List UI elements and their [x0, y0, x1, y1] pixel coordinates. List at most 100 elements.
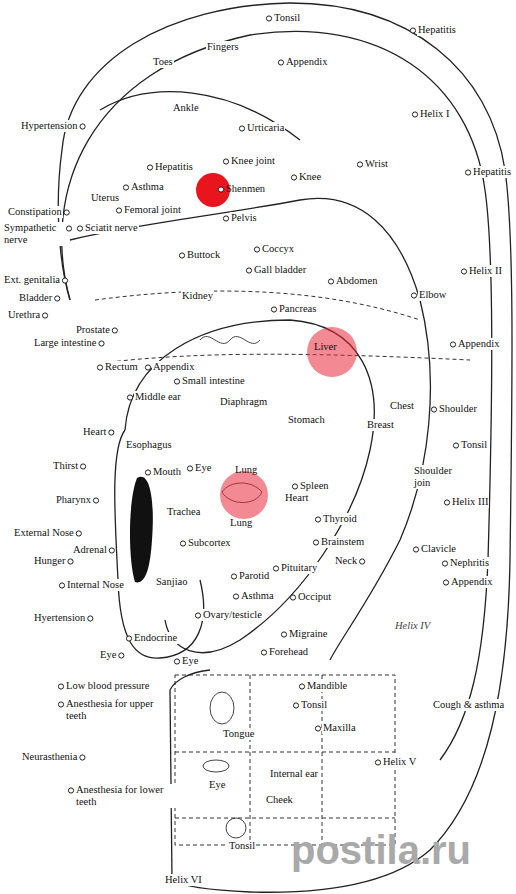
point-label: Forehead: [268, 646, 309, 658]
point-label: Heart: [82, 426, 107, 438]
point-dot: [431, 407, 436, 412]
point-dot: [291, 175, 296, 180]
point-label: Eye: [181, 655, 199, 667]
point-label: Cheek: [265, 794, 294, 806]
point-label: Appendix: [457, 338, 500, 350]
point-label: Low blood pressure: [65, 680, 150, 692]
point-dot: [254, 247, 259, 252]
point-label: External Nose: [13, 527, 75, 539]
point-label: Ovary/testicle: [202, 609, 263, 621]
point-dot: [119, 653, 124, 658]
point-label: Appendix: [450, 576, 493, 588]
outer-rim: [62, 3, 512, 892]
point-dot: [292, 484, 297, 489]
point-label: Sympathetic nerve: [3, 222, 65, 246]
point-dot: [147, 165, 152, 170]
point-dot: [180, 541, 185, 546]
point-label: Sanjiao: [155, 576, 189, 588]
highlight-spot: [196, 173, 230, 207]
point-dot: [126, 636, 131, 641]
point-label: Hyertension: [33, 612, 86, 624]
point-label: Helix I: [419, 108, 450, 120]
point-label: Shenmen: [225, 183, 266, 195]
point-dot: [66, 226, 71, 231]
point-dot: [273, 566, 278, 571]
point-dot: [239, 126, 244, 131]
point-label: Occiput: [297, 591, 332, 603]
organ-sketches: [200, 337, 262, 838]
point-label: Prostate: [75, 324, 111, 336]
ear-canal: [130, 477, 153, 583]
point-label: Urethra: [7, 309, 41, 321]
point-dot: [413, 547, 418, 552]
point-dot: [64, 210, 69, 215]
point-label: Helix III: [451, 496, 489, 508]
point-dot: [223, 216, 228, 221]
point-label: Trachea: [166, 506, 201, 518]
point-label: Buttock: [186, 249, 221, 261]
point-label: Neck: [334, 555, 358, 567]
point-label: Tonsil: [300, 699, 328, 711]
point-dot: [77, 226, 82, 231]
highlight-spot: [307, 327, 357, 377]
point-dot: [261, 650, 266, 655]
point-label: Cough & asthma: [432, 699, 505, 711]
point-label: Hunger: [33, 555, 67, 567]
point-dot: [278, 60, 283, 65]
point-dot: [109, 430, 114, 435]
point-dot: [116, 208, 121, 213]
point-label: Femoral joint: [123, 204, 182, 216]
point-label: Gall bladder: [253, 264, 307, 276]
point-label: Helix VI: [164, 874, 203, 886]
point-dot: [58, 684, 63, 689]
point-label: Urticaria: [246, 122, 285, 134]
point-label: Constipation: [7, 206, 63, 218]
point-label: Subcortex: [187, 537, 232, 549]
point-label: Brainstem: [320, 536, 365, 548]
point-label: Mouth: [152, 466, 182, 478]
point-dot: [450, 342, 455, 347]
point-label: Kidney: [181, 290, 214, 302]
point-label: Shoulder join: [413, 465, 470, 489]
point-label: Tonsil: [460, 439, 488, 451]
point-label: Pelvis: [230, 212, 258, 224]
point-label: Stomach: [287, 414, 326, 426]
point-dot: [59, 583, 64, 588]
point-label: Knee joint: [230, 155, 276, 167]
point-label: Lung: [234, 464, 258, 476]
ear-outline: [58, 3, 512, 892]
zone-lines: [95, 291, 470, 845]
point-label: Anesthesia for lower teeth: [75, 784, 177, 808]
point-dot: [174, 379, 179, 384]
point-label: Small intestine: [181, 375, 246, 387]
point-dot: [293, 703, 298, 708]
point-label: Sciatit nerve: [84, 222, 139, 234]
point-dot: [145, 365, 150, 370]
point-label: Toes: [152, 56, 174, 68]
point-dot: [266, 16, 271, 21]
point-dot: [442, 561, 447, 566]
point-label: Diaphragm: [219, 396, 268, 408]
intestine-sketch: [200, 337, 260, 344]
point-label: Middle ear: [134, 391, 182, 403]
point-label: Appendix: [152, 361, 195, 373]
lobe-grid: [175, 675, 395, 845]
point-dot: [109, 548, 114, 553]
concha: [125, 320, 374, 653]
point-dot: [465, 170, 470, 175]
point-label: Eye: [194, 462, 212, 474]
point-label: Knee: [298, 171, 322, 183]
watermark: postila.ru: [290, 827, 472, 873]
point-label: Bladder: [18, 292, 53, 304]
point-label: Helix V: [382, 756, 417, 768]
point-dot: [76, 531, 81, 536]
point-label: Eye: [208, 779, 226, 791]
point-label: Uterus: [90, 192, 120, 204]
point-dot: [290, 595, 295, 600]
point-dot: [412, 112, 417, 117]
point-label: Fingers: [206, 41, 240, 53]
point-label: Asthma: [240, 590, 275, 602]
point-label: Thyroid: [322, 513, 358, 525]
point-dot: [62, 278, 67, 283]
point-dot: [443, 580, 448, 585]
